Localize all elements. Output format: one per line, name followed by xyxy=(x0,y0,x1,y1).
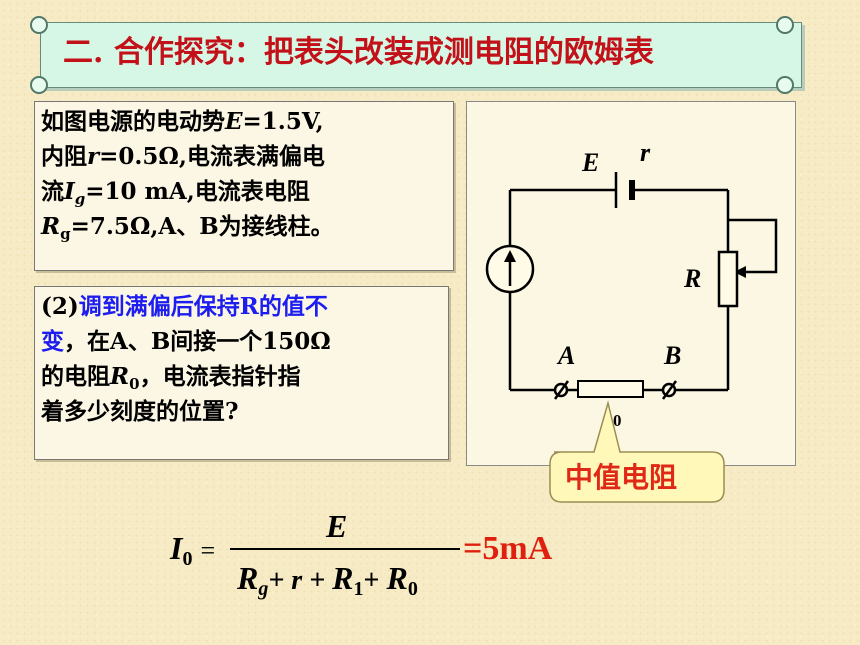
scroll-curl-icon xyxy=(30,76,48,94)
formula-denominator: Rg+ r + R1+ R0 xyxy=(237,560,418,600)
formula-lhs: I0 = xyxy=(170,530,216,570)
rheostat-loop xyxy=(728,218,778,274)
formula-result: =5mA xyxy=(463,530,553,567)
ammeter-arrow-icon xyxy=(504,250,516,262)
rheostat-arrow-icon xyxy=(734,266,746,278)
scroll-curl-icon xyxy=(30,16,48,34)
question-line-3: 的电阻R0，电流表指针指 xyxy=(41,363,301,393)
question-box: (2)调到满偏后保持R的值不 变，在A、B间接一个150Ω 的电阻R0，电流表指… xyxy=(34,286,449,460)
page-title: 二. 合作探究：把表头改装成测电阻的欧姆表 xyxy=(63,35,654,70)
given-line-3: 流Ig=10 mA,电流表电阻 xyxy=(41,178,310,208)
question-line-1: (2)调到满偏后保持R的值不 xyxy=(41,293,328,320)
title-banner: 二. 合作探究：把表头改装成测电阻的欧姆表 xyxy=(40,22,802,88)
label-r-internal: r xyxy=(640,138,651,167)
resistor-r xyxy=(717,250,739,308)
scroll-curl-icon xyxy=(776,16,794,34)
terminal-a-slash xyxy=(553,380,570,400)
scroll-curl-icon xyxy=(776,76,794,94)
question-line-2: 变，在A、B间接一个150Ω xyxy=(41,328,331,355)
label-a: A xyxy=(556,341,575,370)
label-r0-sub: 0 xyxy=(613,411,622,430)
question-line-4: 着多少刻度的位置? xyxy=(41,398,239,425)
given-line-4: Rg=7.5Ω,A、B为接线柱。 xyxy=(41,213,334,243)
callout-bubble xyxy=(549,400,725,503)
label-b: B xyxy=(663,341,681,370)
given-line-2: 内阻r=0.5Ω,电流表满偏电 xyxy=(41,143,325,170)
callout-label: 中值电阻 xyxy=(565,461,677,494)
fraction-bar xyxy=(230,548,460,550)
label-e: E xyxy=(581,148,599,177)
resistor-r0 xyxy=(577,380,644,398)
terminal-b-slash xyxy=(661,380,678,400)
given-line-1: 如图电源的电动势E=1.5V, xyxy=(41,108,324,135)
given-info-box: 如图电源的电动势E=1.5V, 内阻r=0.5Ω,电流表满偏电 流Ig=10 m… xyxy=(34,101,454,271)
label-r: R xyxy=(683,264,701,293)
formula-numerator: E xyxy=(326,508,348,544)
